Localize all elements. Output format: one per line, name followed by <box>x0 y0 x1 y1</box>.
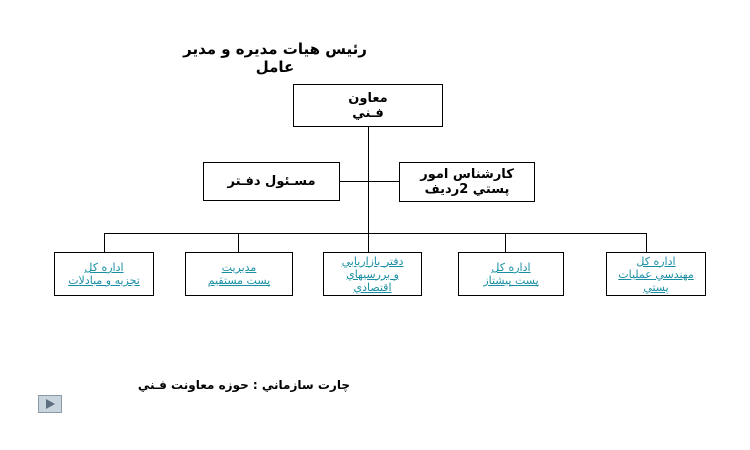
department-link[interactable]: دفتر بازاريابي و بررسيهاي اقتصادي <box>341 254 404 294</box>
department-link[interactable]: اداره كل مهندسي عمليات پستي <box>618 254 694 294</box>
department-link[interactable]: مديريت پست مستقيم <box>207 261 271 287</box>
ceo-title: رئيس هيات مديره و مدير عامل <box>183 40 367 76</box>
department-box[interactable]: اداره كل پست پيشتاز <box>458 252 564 296</box>
department-box[interactable]: دفتر بازاريابي و بررسيهاي اقتصادي <box>323 252 422 296</box>
trunk-line <box>368 127 369 252</box>
department-box[interactable]: اداره كل مهندسي عمليات پستي <box>606 252 706 296</box>
expert-box: كارشناس امور پستي 2رديف <box>399 162 535 202</box>
drop-line <box>505 233 506 252</box>
drop-line <box>646 233 647 252</box>
department-link[interactable]: اداره كل پست پيشتاز <box>483 261 539 287</box>
department-box[interactable]: اداره كل تجزيه و مبادلات <box>54 252 154 296</box>
department-bus <box>104 233 647 234</box>
play-icon <box>46 399 55 409</box>
side-connector <box>339 181 399 182</box>
drop-line <box>238 233 239 252</box>
chart-caption: چارت سازماني : حوزه معاونت فـني <box>137 378 350 392</box>
next-slide-button[interactable] <box>38 395 62 413</box>
department-link[interactable]: اداره كل تجزيه و مبادلات <box>68 261 140 287</box>
office-head-box: مسـئول دفـتر <box>203 162 340 201</box>
deputy-box: معاون فـني <box>293 84 443 127</box>
drop-line <box>104 233 105 252</box>
department-box[interactable]: مديريت پست مستقيم <box>185 252 293 296</box>
